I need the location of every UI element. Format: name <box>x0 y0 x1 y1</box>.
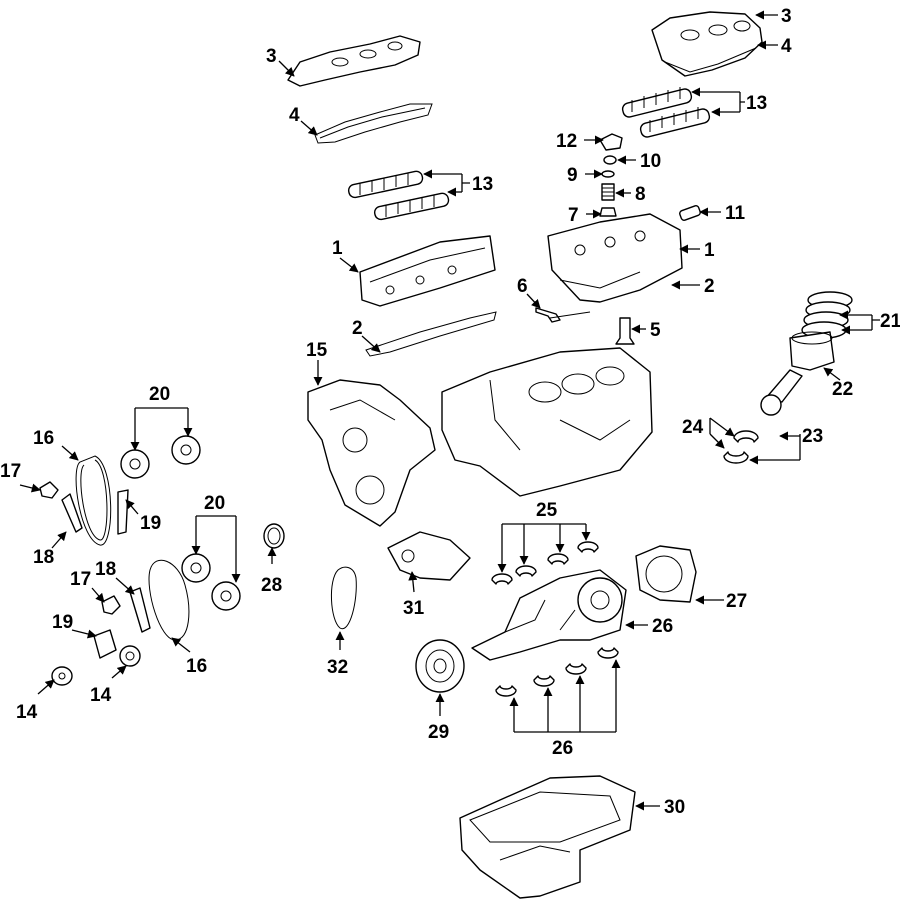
callout-23: 23 <box>802 426 823 447</box>
callout-19-lower: 19 <box>52 612 73 633</box>
leader-lines <box>19 10 880 811</box>
rear-main-seal <box>635 545 697 603</box>
camshaft-right-upper <box>621 87 693 118</box>
callout-16-upper: 16 <box>33 428 54 449</box>
timing-chain-lower <box>148 559 190 641</box>
oil-pump <box>387 531 471 581</box>
oil-pan <box>459 775 636 899</box>
piston <box>789 331 835 371</box>
timing-chain-upper <box>75 455 112 546</box>
callout-18-lower: 18 <box>95 559 116 580</box>
callout-3-left: 3 <box>266 46 277 67</box>
callout-19-upper: 19 <box>140 513 161 534</box>
callout-26-upper: 25 <box>536 500 558 521</box>
callout-17-lower: 17 <box>70 569 91 590</box>
callout-3-right: 3 <box>781 6 792 27</box>
callout-17-upper: 17 <box>0 461 21 482</box>
callout-22: 22 <box>832 379 853 400</box>
harmonic-balancer <box>415 639 465 693</box>
callout-20-upper: 20 <box>149 384 170 405</box>
intake-valve <box>535 307 591 323</box>
callout-9: 9 <box>567 165 578 186</box>
main-bearings-lower <box>495 647 619 697</box>
rod-bearing-lower <box>723 451 749 464</box>
valve-spring <box>601 183 615 201</box>
valve-keeper <box>603 155 617 165</box>
callout-27: 27 <box>726 591 747 612</box>
rocker-arm <box>599 133 623 151</box>
callout-16-lower: 16 <box>186 656 207 677</box>
valve-cover-right <box>651 11 763 77</box>
engine-block <box>441 347 653 497</box>
callout-24: 24 <box>682 417 704 438</box>
valve-seal <box>599 207 617 217</box>
camshaft-sprocket-left-c <box>181 553 211 583</box>
callout-14-right: 14 <box>90 685 112 706</box>
callout-2-right: 2 <box>704 276 715 297</box>
valve-cover-gasket-left <box>314 103 433 144</box>
callout-28: 28 <box>261 575 282 596</box>
callout-1-left: 1 <box>332 238 343 259</box>
crankshaft <box>471 569 627 661</box>
camshaft-left-upper <box>347 170 424 199</box>
main-bearings-upper <box>491 541 599 585</box>
callout-4-left: 4 <box>289 105 300 126</box>
valve-cover-left <box>287 35 421 87</box>
callout-30: 30 <box>664 797 685 818</box>
head-gasket-left <box>365 311 497 357</box>
connecting-rod <box>760 369 803 416</box>
callout-26-lower: 26 <box>552 738 573 759</box>
callout-8: 8 <box>635 184 646 205</box>
camshaft-sprocket-left-a <box>120 449 150 479</box>
camshaft-sprocket-left-b <box>171 435 201 465</box>
timing-cover <box>307 379 436 527</box>
callout-1-right: 1 <box>704 240 715 261</box>
oil-pump-chain <box>330 566 357 630</box>
callout-4-right: 4 <box>781 36 792 57</box>
hydraulic-lifter <box>679 205 701 221</box>
callout-5: 5 <box>650 320 661 341</box>
callout-20-lower: 20 <box>204 493 225 514</box>
callout-21: 21 <box>880 311 900 332</box>
callout-2-left: 2 <box>352 318 363 339</box>
camshaft-left-lower <box>373 192 450 221</box>
callout-6: 6 <box>517 276 528 297</box>
callout-14-left: 14 <box>16 702 38 723</box>
crank-sprocket-14b <box>119 645 141 667</box>
chain-tensioner-17a <box>39 481 59 499</box>
chain-guide-19b <box>93 629 117 659</box>
rod-bearing-upper <box>733 430 759 443</box>
callout-labels: 3 4 3 4 13 13 12 10 9 8 7 11 1 2 1 2 6 5… <box>0 6 900 818</box>
chain-guide-18b <box>129 587 151 633</box>
callout-32: 32 <box>327 657 348 678</box>
chain-guide-18a <box>61 493 83 533</box>
valve-retainer <box>601 170 615 178</box>
chain-tensioner-17b <box>101 595 121 615</box>
callout-29: 29 <box>428 722 449 743</box>
camshaft-sprocket-left-d <box>211 581 241 611</box>
callout-25: 26 <box>652 616 673 637</box>
callout-13-right: 13 <box>746 93 767 114</box>
callout-31: 31 <box>403 598 425 619</box>
callout-7: 7 <box>568 205 579 226</box>
callout-11: 11 <box>725 203 746 224</box>
callout-13-left: 13 <box>472 174 493 195</box>
exhaust-valve <box>615 317 635 345</box>
camshaft-right-lower <box>639 107 711 138</box>
chain-guide-19a <box>117 489 129 535</box>
front-seal <box>263 523 285 549</box>
callout-15: 15 <box>306 340 328 361</box>
callout-18-upper: 18 <box>33 547 54 568</box>
cylinder-head-left <box>359 235 496 307</box>
crank-sprocket-14a <box>51 666 73 686</box>
callout-12: 12 <box>556 131 577 152</box>
callout-10: 10 <box>640 151 661 172</box>
cylinder-head-right <box>547 213 683 303</box>
